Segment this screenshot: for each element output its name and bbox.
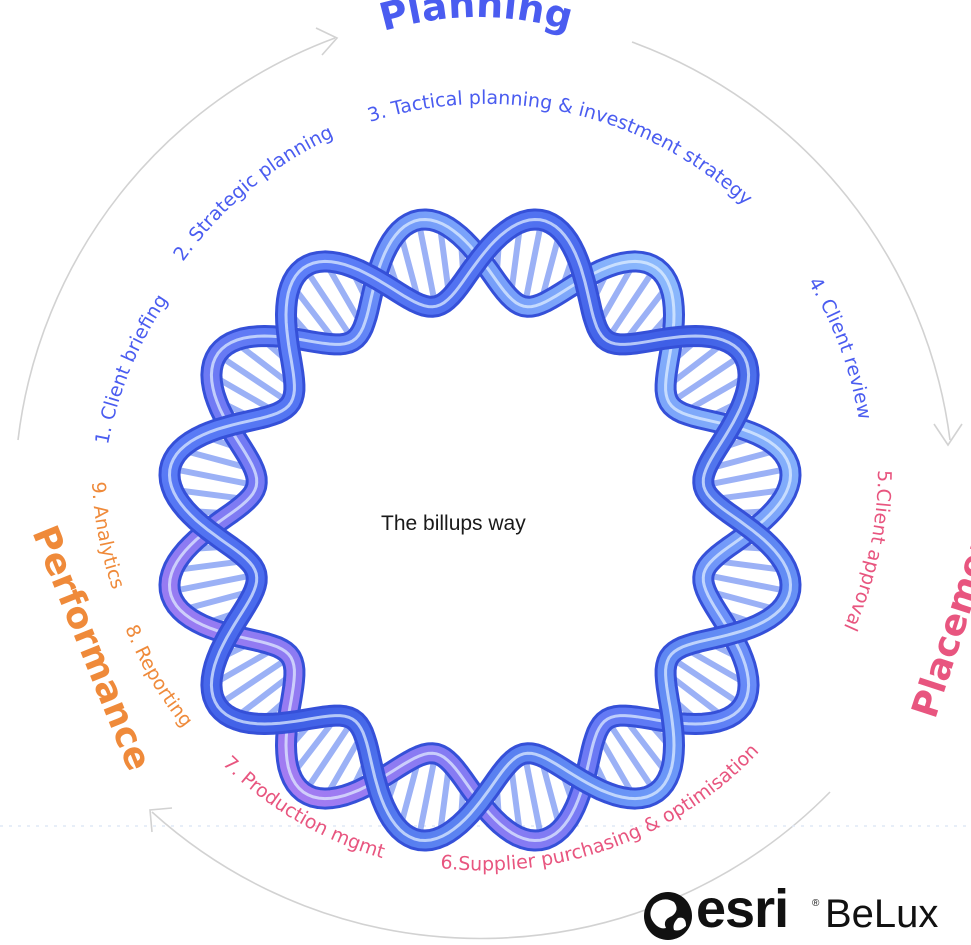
arrowhead-icon [149,807,173,833]
helix-rung [595,261,637,328]
cycle-arc-right [631,41,951,441]
helix-rung [303,719,355,793]
helix-rung [436,222,453,299]
logo-trademark: ® [812,898,820,909]
center-label: The billups way [381,512,526,535]
helix-rung [704,466,790,488]
helix-rung [233,340,296,389]
helix-rung [323,261,365,328]
phase-planning-label: Planning [375,0,578,40]
helix-rung [621,714,670,777]
helix-rung [664,340,727,389]
helix-rung [290,283,339,346]
helix-rung [538,755,563,830]
dna-helix-ring [158,208,802,852]
helix-rung [211,645,278,687]
helix-rung [711,557,788,574]
helix-rung [538,230,563,305]
helix-rung [290,714,339,777]
helix-rung [669,353,743,405]
step-1-label: 1. Client briefing [91,290,172,446]
logo-region-text: BeLux [825,892,939,936]
helix-rung [172,557,249,574]
helix-rung [217,655,291,707]
helix-rung [507,222,524,299]
helix-rung [705,447,780,472]
cycle-arc-left [17,37,336,441]
helix-rung [705,588,780,613]
globe-icon [644,892,692,940]
helix-rung [522,220,544,306]
helix-rung [704,572,790,594]
helix-rung [397,755,422,830]
helix-rung [416,754,438,840]
helix-rung [170,466,256,488]
helix-rung [664,671,727,720]
arrowhead-icon [933,423,963,447]
step-3-label: 3. Tactical planning & investment strate… [365,87,757,210]
helix-rung [170,572,256,594]
helix-rung [595,732,637,799]
cycle-arcs [17,27,963,940]
step-9-label: 9. Analytics [87,481,129,592]
helix-rung [682,373,749,415]
cycle-arc-bottom [151,791,831,940]
step-2-label: 2. Strategic planning [169,121,336,265]
helix-rung [416,220,438,306]
helix-rung [303,267,355,341]
helix-rung [323,732,365,799]
helix-rung [436,761,453,838]
helix-rung [669,655,743,707]
logo-brand-text: esri [696,879,789,939]
helix-rung [682,645,749,687]
phase-placement-label: Placement [905,507,971,723]
helix-rung [211,373,278,415]
helix-rung [621,283,670,346]
helix-rung [522,754,544,840]
helix-strand-a-highlight [167,217,793,843]
helix-rung [172,486,249,503]
helix-rung [605,267,657,341]
helix-rung [605,719,657,793]
arrowhead-icon [315,27,339,56]
helix-rung [233,671,296,720]
helix-rung [711,486,788,503]
helix-rung [217,353,291,405]
step-5-label: 5.Client approval [839,470,895,634]
helix-rung [180,588,255,613]
helix-rung [507,761,524,838]
helix-rung [180,447,255,472]
step-4-label: 4. Client review [804,273,876,421]
helix-rung [397,230,422,305]
